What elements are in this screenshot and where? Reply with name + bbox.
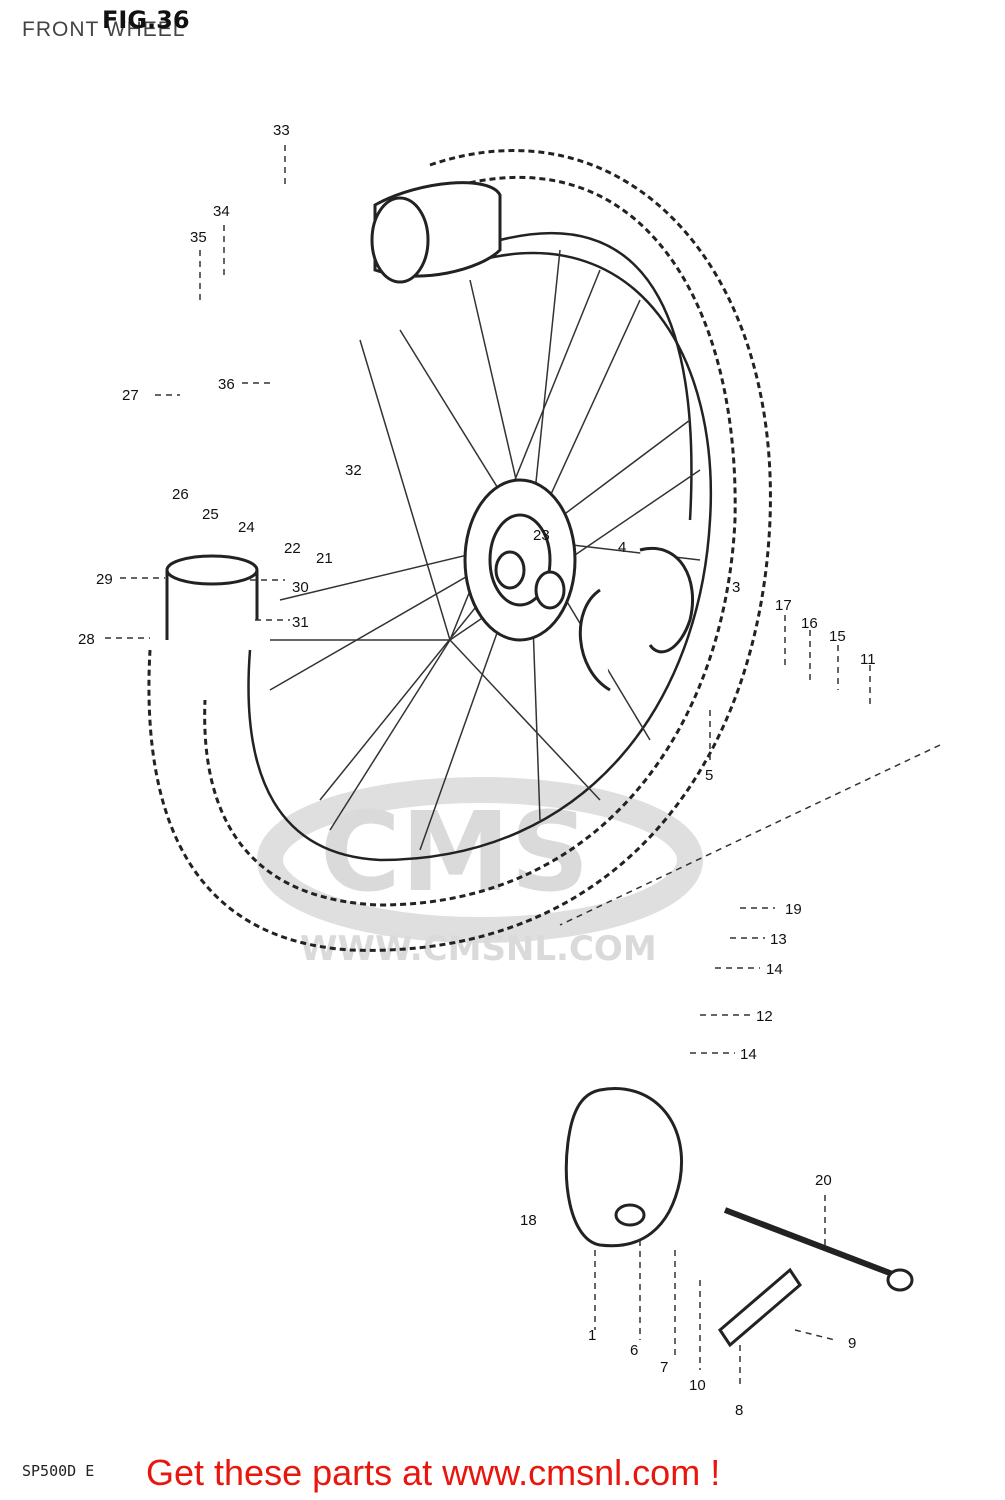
cmsnl-link[interactable]: Get these parts at www.cmsnl.com !: [146, 1452, 721, 1493]
callout-25: 25: [202, 506, 219, 523]
axle-illustration: [723, 1207, 914, 1292]
brake-arm-illustration: [718, 1267, 802, 1348]
leader-lines: [105, 145, 941, 1385]
brake-shoes-illustration: [578, 547, 695, 692]
hub-illustration: [463, 478, 577, 642]
callout-12: 12: [756, 1008, 773, 1025]
callout-8: 8: [735, 1402, 743, 1419]
section-title: FRONT WHEEL: [22, 18, 186, 41]
callout-9: 9: [848, 1335, 856, 1352]
watermark-logo: CMS WWW.CMSNL.COM: [257, 777, 703, 969]
brake-panel-illustration: [564, 1087, 683, 1248]
callout-13: 13: [770, 931, 787, 948]
callout-18: 18: [520, 1212, 537, 1229]
callout-4a: 4: [618, 539, 626, 556]
callout-30: 30: [292, 579, 309, 596]
callout-26: 26: [172, 486, 189, 503]
callout-36: 36: [218, 376, 235, 393]
callout-27: 27: [122, 387, 139, 404]
callout-17: 17: [775, 597, 792, 614]
model-code: SP500D E: [22, 1462, 95, 1480]
callout-22: 22: [284, 540, 301, 557]
callout-1: 1: [588, 1327, 596, 1344]
callout-33: 33: [273, 122, 290, 139]
callout-10: 10: [689, 1377, 706, 1394]
callout-29: 29: [96, 571, 113, 588]
callout-20: 20: [815, 1172, 832, 1189]
callout-34: 34: [213, 203, 230, 220]
callout-32: 32: [345, 462, 362, 479]
rim-illustration: [247, 231, 713, 862]
watermark-url: WWW.CMSNL.COM: [300, 929, 657, 969]
callout-16: 16: [801, 615, 818, 632]
callout-15: 15: [829, 628, 846, 645]
callout-35: 35: [190, 229, 207, 246]
callout-14a: 14: [766, 961, 783, 978]
callout-5: 5: [705, 767, 713, 784]
callout-23: 23: [533, 527, 550, 544]
lower-tube-illustration: [165, 554, 259, 640]
callout-3a: 3: [732, 579, 740, 596]
callout-11: 11: [860, 651, 876, 668]
callout-19: 19: [785, 901, 802, 918]
callout-31: 31: [292, 614, 309, 631]
callout-6: 6: [630, 1342, 638, 1359]
callout-labels: 33 34 35 27 36 26 25 24 22 21 32 23 4 3 …: [78, 122, 876, 1419]
figure-label: FIG.36: [102, 6, 190, 34]
callout-7: 7: [660, 1359, 668, 1376]
callout-24: 24: [238, 519, 255, 536]
tire-illustration: [147, 149, 772, 952]
callout-21: 21: [316, 550, 333, 567]
callout-28: 28: [78, 631, 95, 648]
callout-14b: 14: [740, 1046, 757, 1063]
tube-illustration: [370, 181, 502, 284]
